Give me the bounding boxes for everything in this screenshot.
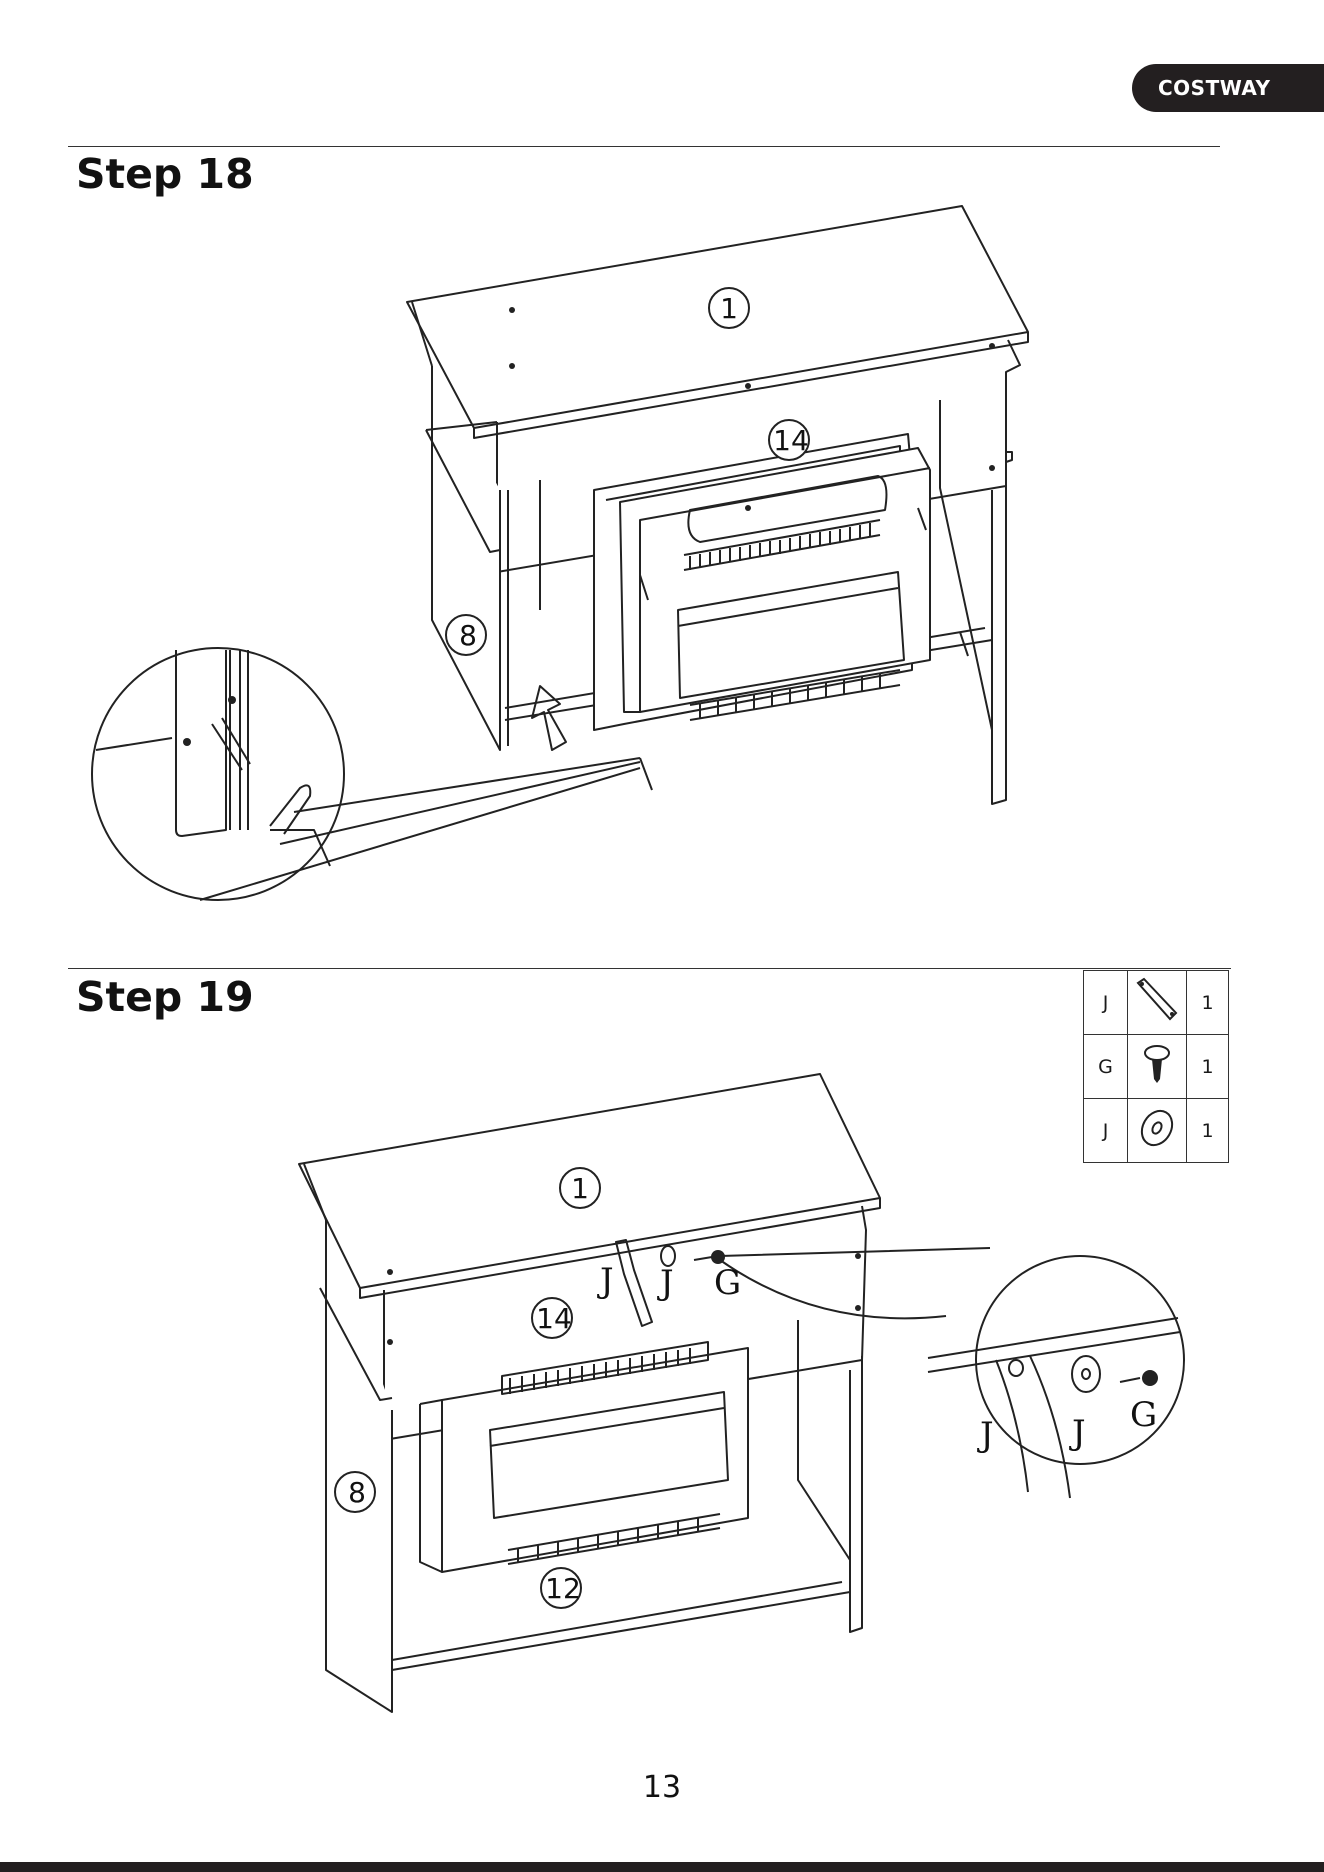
hardware-label: J bbox=[597, 1261, 614, 1301]
part-code: J bbox=[1084, 971, 1128, 1035]
hardware-label: G bbox=[714, 1263, 741, 1303]
svg-text:12: 12 bbox=[545, 1572, 581, 1605]
footer-bar bbox=[0, 1862, 1324, 1872]
detail-label: J bbox=[1069, 1413, 1086, 1453]
step-19-diagram: 1 14 8 12 J J G J J G bbox=[0, 1060, 1324, 1740]
step-19-callout-12: 12 bbox=[541, 1568, 581, 1608]
step-19-divider bbox=[68, 968, 1231, 969]
part-qty: 1 bbox=[1187, 971, 1229, 1035]
svg-text:1: 1 bbox=[720, 292, 738, 325]
step-18-callout-1: 1 bbox=[709, 288, 749, 328]
svg-text:14: 14 bbox=[773, 424, 809, 457]
bracket-icon bbox=[1128, 971, 1186, 1029]
svg-text:14: 14 bbox=[536, 1302, 572, 1335]
parts-row: J 1 bbox=[1084, 971, 1229, 1035]
svg-text:8: 8 bbox=[459, 619, 477, 652]
detail-label: G bbox=[1130, 1395, 1157, 1435]
step-18-diagram: 1 14 8 bbox=[0, 190, 1324, 960]
hardware-label: J bbox=[657, 1263, 674, 1303]
brand-name: COSTWAY bbox=[1158, 76, 1270, 100]
page-number: 13 bbox=[0, 1770, 1324, 1805]
step-18-divider bbox=[68, 146, 1220, 147]
step-19-callout-14: 14 bbox=[532, 1298, 572, 1338]
step-18-callout-14: 14 bbox=[769, 420, 809, 460]
step-18-callout-8: 8 bbox=[446, 615, 486, 655]
detail-label: J bbox=[977, 1415, 994, 1455]
step-19-callout-1: 1 bbox=[560, 1168, 600, 1208]
svg-text:8: 8 bbox=[348, 1476, 366, 1509]
svg-text:1: 1 bbox=[571, 1172, 589, 1205]
step-19-title: Step 19 bbox=[76, 973, 254, 1021]
brand-logo: COSTWAY bbox=[1132, 64, 1324, 112]
step-19-callout-8: 8 bbox=[335, 1472, 375, 1512]
